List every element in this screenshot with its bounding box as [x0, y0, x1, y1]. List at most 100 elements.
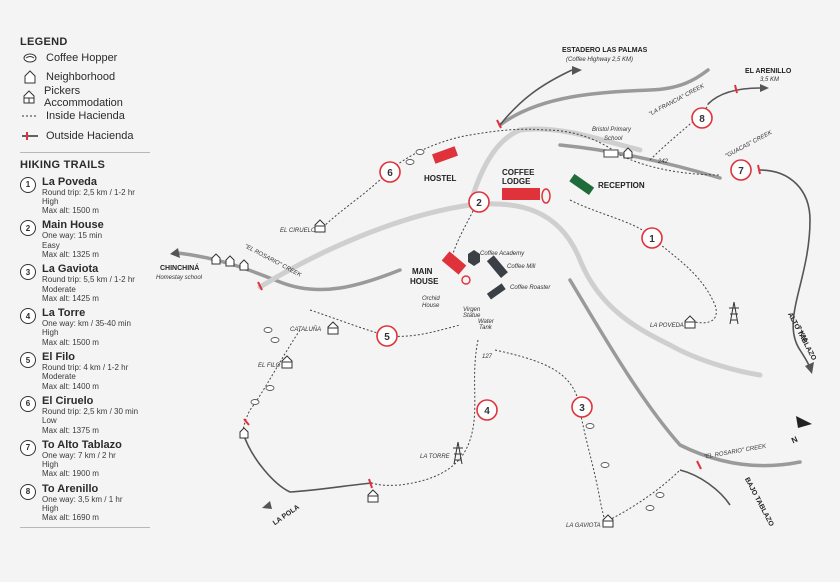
hiking-title: HIKING TRAILS	[20, 158, 106, 171]
school-label: Bristol Primary	[592, 127, 632, 133]
legend-row-coffee-hopper: Coffee Hopper	[20, 48, 150, 68]
trail-name: Main House	[42, 219, 104, 232]
marker-242-label: 242	[657, 159, 669, 165]
trail-detail: Round trip: 4 km / 1-2 hr	[42, 363, 129, 373]
estadero-label: ESTADERO LAS PALMAS	[562, 47, 648, 54]
water-label: Water	[478, 319, 495, 325]
bajo-tablazo-label: BAJO TABLAZO	[743, 476, 775, 528]
la-poveda-label: LA POVEDA	[650, 323, 684, 329]
road-to-bajo-tablazo	[679, 469, 731, 506]
trail-entry-2[interactable]: 2 Main House One way: 15 min Easy Max al…	[20, 219, 150, 259]
trail-detail: High	[42, 328, 59, 338]
legend-row-inside: Inside Hacienda	[20, 107, 150, 127]
trail-entry-1[interactable]: 1 La Poveda Round trip: 2,5 km / 1-2 hr …	[20, 176, 150, 216]
reception-building[interactable]	[569, 173, 595, 195]
trail-detail: High	[42, 504, 59, 514]
trail-1-path	[569, 199, 717, 324]
svg-text:5: 5	[384, 332, 390, 343]
road-to-alto-tablazo	[759, 169, 811, 369]
trail-main-north	[544, 129, 721, 176]
orchid-label-2: House	[422, 303, 440, 309]
trail-marker-2[interactable]: 2	[468, 191, 490, 213]
legend-label: Neighborhood	[46, 71, 116, 84]
tower-icon	[453, 301, 739, 465]
trail-name: La Poveda	[42, 175, 98, 188]
trail-filo-path	[242, 329, 301, 434]
coffee-lodge-building[interactable]	[502, 188, 540, 200]
coffee-lodge-pool	[541, 188, 551, 204]
trail-marker-5[interactable]: 5	[376, 325, 398, 347]
trail-entry-8[interactable]: 8 To Arenillo One way: 3,5 km / 1 hr Hig…	[20, 483, 150, 523]
trail-entry-7[interactable]: 7 To Alto Tablazo One way: 7 km / 2 hr H…	[20, 439, 150, 479]
main-house-pool	[461, 275, 471, 285]
trail-marker-6[interactable]: 6	[379, 161, 401, 183]
legend-label: Inside Hacienda	[46, 110, 125, 123]
divider	[20, 151, 150, 153]
trail-entry-4[interactable]: 4 La Torre One way: km / 35-40 min High …	[20, 307, 150, 347]
legend-label: Outside Hacienda	[46, 129, 134, 142]
main-house-building[interactable]	[441, 251, 467, 275]
la-pola-label: LA POLA	[272, 504, 301, 527]
trail-name: La Gaviota	[42, 263, 99, 276]
trail-detail: Max alt: 1900 m	[42, 469, 99, 479]
arrow-estadero	[572, 66, 582, 75]
trail-marker-8[interactable]: 8	[691, 107, 713, 129]
trail-marker-4[interactable]: 4	[476, 399, 498, 421]
trail-detail: Round trip: 2,5 km / 30 min	[42, 406, 139, 416]
trail-marker-3[interactable]: 3	[571, 396, 593, 418]
trail-detail: Moderate	[42, 284, 76, 294]
svg-text:6: 6	[387, 168, 393, 179]
trail-number-badge: 2	[20, 220, 36, 237]
school-building	[603, 149, 619, 158]
outside-hacienda-markers	[243, 84, 761, 489]
north-arrow-icon: N	[790, 416, 812, 445]
svg-text:N: N	[790, 435, 799, 446]
red-marker-line-icon	[20, 129, 40, 143]
coffee-hopper-icon	[20, 51, 40, 65]
guacas-creek-label: "GUACAS" CREEK	[725, 129, 775, 159]
hostel-building[interactable]	[432, 146, 458, 164]
trail-detail: Max alt: 1400 m	[42, 381, 99, 391]
trail-detail: Max alt: 1690 m	[42, 513, 99, 523]
svg-text:8: 8	[699, 114, 705, 125]
main-house-label-2: HOUSE	[410, 277, 439, 286]
coffee-academy-building[interactable]	[468, 250, 480, 266]
coffee-roaster-label: Coffee Roaster	[510, 285, 551, 291]
coffee-academy-label: Coffee Academy	[480, 251, 525, 257]
arrow-alto-tablazo	[805, 362, 814, 374]
trail-name: La Torre	[42, 307, 86, 320]
trail-entry-6[interactable]: 6 El Ciruelo Round trip: 2,5 km / 30 min…	[20, 395, 150, 435]
virgen-label: Virgen	[463, 307, 481, 313]
trail-marker-1[interactable]: 1	[641, 227, 663, 249]
trail-entry-3[interactable]: 3 La Gaviota Round trip: 5,5 km / 1-2 hr…	[20, 263, 150, 303]
arenillo-distance: 3,5 KM	[760, 77, 779, 83]
coffee-hopper-icon	[250, 149, 665, 511]
trail-name: To Alto Tablazo	[42, 438, 122, 451]
trail-number-badge: 7	[20, 439, 36, 456]
trail-number-badge: 1	[20, 176, 36, 193]
coffee-lodge-label: COFFEE	[502, 168, 535, 177]
cataluna-label: CATALUÑA	[290, 326, 321, 333]
trail-detail: Moderate	[42, 372, 76, 382]
trail-marker-7[interactable]: 7	[730, 159, 752, 181]
svg-text:1: 1	[649, 234, 655, 245]
trail-detail: One way: 15 min	[42, 231, 103, 241]
main-road	[257, 201, 763, 378]
guacas-creek	[558, 143, 722, 180]
legend-title: LEGEND	[20, 36, 68, 48]
el-filo-label: EL FILO	[258, 363, 281, 369]
reception-label: RECEPTION	[598, 181, 645, 190]
legend-panel: LEGEND Coffee Hopper Neighborhood Picker…	[20, 36, 150, 534]
trail-detail: One way: km / 35-40 min	[42, 319, 131, 329]
main-house-label: MAIN	[412, 267, 433, 276]
estadero-distance: (Coffee Highway 2,5 KM)	[566, 57, 633, 63]
coffee-mill-building[interactable]	[486, 255, 508, 278]
trail-name: To Arenillo	[42, 482, 99, 495]
trail-entry-5[interactable]: 5 El Filo Round trip: 4 km / 1-2 hr Mode…	[20, 351, 150, 391]
dashed-line-icon	[20, 109, 40, 123]
trail-name: El Ciruelo	[42, 394, 94, 407]
rosario-creek-east	[568, 278, 802, 468]
house-icon	[211, 147, 633, 439]
coffee-roaster-building[interactable]	[486, 283, 506, 300]
